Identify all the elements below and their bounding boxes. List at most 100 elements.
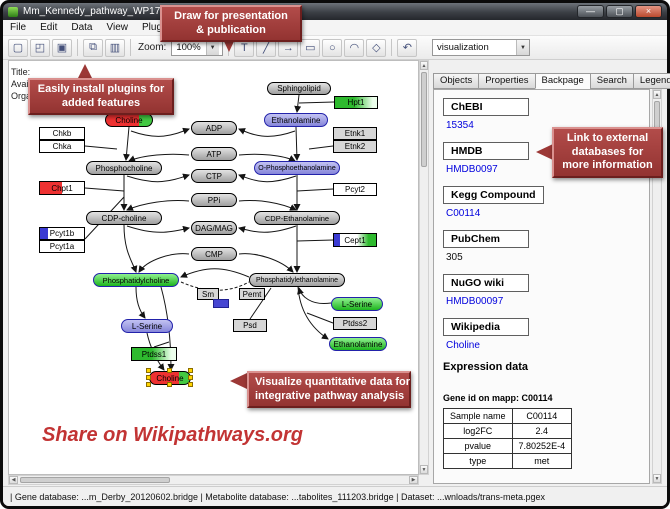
pathway-node[interactable]: Etnk1 bbox=[333, 127, 377, 140]
pathway-node[interactable]: CMP bbox=[191, 247, 237, 261]
pathway-node[interactable]: PPi bbox=[191, 193, 237, 207]
title-bar[interactable]: Mm_Kennedy_pathway_WP1771_45176.gpml — ▢… bbox=[3, 3, 667, 20]
pathway-edge bbox=[130, 127, 190, 137]
share-wikipathways-text: Share on Wikipathways.org bbox=[42, 424, 303, 446]
pathway-node[interactable]: Chka bbox=[39, 140, 85, 153]
pathway-edge bbox=[84, 145, 118, 150]
selection-handle[interactable] bbox=[146, 375, 151, 380]
backpage-value-wikipedia[interactable]: Choline bbox=[446, 340, 480, 351]
toolbar-separator bbox=[130, 39, 131, 56]
pathway-node[interactable]: Sphingolipid bbox=[267, 82, 331, 95]
pathway-node[interactable]: Psd bbox=[233, 319, 267, 332]
pathway-node[interactable]: Pcyt2 bbox=[333, 183, 377, 196]
line-tool-icon[interactable]: ╱ bbox=[256, 38, 277, 57]
menu-file[interactable]: File bbox=[10, 22, 27, 33]
pathway-edge bbox=[238, 253, 294, 273]
backpage-value-chebi[interactable]: 15354 bbox=[446, 120, 474, 131]
pathway-node[interactable]: Chkb bbox=[39, 127, 85, 140]
pathway-node[interactable]: Etnk2 bbox=[333, 140, 377, 153]
scroll-up-icon[interactable]: ▲ bbox=[653, 90, 661, 99]
backpage-value-hmdb[interactable]: HMDB0097 bbox=[446, 164, 498, 175]
maximize-button[interactable]: ▢ bbox=[606, 5, 633, 18]
open-icon[interactable]: ◰ bbox=[30, 38, 50, 57]
pathway-node[interactable]: Pcyt1b bbox=[39, 227, 85, 240]
scroll-down-icon[interactable]: ▼ bbox=[420, 465, 428, 474]
pathway-node[interactable]: Pemt bbox=[239, 288, 265, 300]
new-icon[interactable]: ▢ bbox=[8, 38, 28, 57]
pathway-node[interactable]: Phosphatidylcholine bbox=[93, 273, 179, 287]
tab-objects[interactable]: Objects bbox=[433, 73, 480, 89]
menu-edit[interactable]: Edit bbox=[40, 22, 58, 33]
pathway-node[interactable]: Phosphocholine bbox=[86, 161, 162, 175]
pathway-node[interactable]: Ptdss1 bbox=[131, 347, 177, 361]
pathway-edge bbox=[128, 153, 190, 162]
hscroll-thumb[interactable] bbox=[20, 477, 170, 483]
pathway-node[interactable]: CDP-Ethanolamine bbox=[254, 211, 340, 225]
callout-text-line: databases for bbox=[571, 145, 644, 158]
menu-data[interactable]: Data bbox=[71, 22, 93, 33]
selection-handle[interactable] bbox=[146, 368, 151, 373]
pathway-node[interactable]: Sm bbox=[197, 288, 219, 300]
pathway-node[interactable]: Pcyt1a bbox=[39, 240, 85, 253]
tab-properties[interactable]: Properties bbox=[478, 73, 536, 89]
canvas-vscrollbar[interactable]: ▲ ▼ bbox=[419, 60, 429, 475]
arc-tool-icon[interactable]: ◠ bbox=[344, 38, 365, 57]
pathway-node[interactable] bbox=[213, 299, 229, 308]
pathway-node[interactable]: O-Phosphoethanolamine bbox=[254, 161, 340, 175]
canvas-hscrollbar[interactable]: ◀ ▶ bbox=[8, 475, 419, 485]
selection-handle[interactable] bbox=[146, 382, 151, 387]
pathway-node[interactable]: Cept1 bbox=[333, 233, 377, 247]
vscroll-thumb[interactable] bbox=[421, 72, 427, 167]
save-icon[interactable]: ▣ bbox=[52, 38, 72, 57]
pathway-node[interactable]: Ethanolamine bbox=[329, 337, 387, 351]
pathway-node[interactable]: Ethanolamine bbox=[264, 113, 328, 127]
pathway-node[interactable]: DAG/MAG bbox=[191, 221, 237, 235]
pathway-node[interactable]: Hpt1 bbox=[334, 96, 378, 109]
selection-handle[interactable] bbox=[188, 382, 193, 387]
scroll-left-icon[interactable]: ◀ bbox=[9, 476, 18, 484]
pathway-node[interactable]: Phosphatidylethanolamine bbox=[249, 273, 345, 287]
arrow-tool-icon[interactable]: → bbox=[278, 38, 299, 57]
template-tool-icon[interactable]: ◇ bbox=[366, 38, 387, 57]
menu-plugins[interactable]: Plugins bbox=[141, 22, 175, 33]
pathway-edge bbox=[238, 153, 296, 162]
selection-handle[interactable] bbox=[188, 368, 193, 373]
pathway-node[interactable]: CTP bbox=[191, 169, 237, 183]
scroll-right-icon[interactable]: ▶ bbox=[409, 476, 418, 484]
selection-handle[interactable] bbox=[167, 382, 172, 387]
pathway-node[interactable]: ATP bbox=[191, 147, 237, 161]
pathway-edge bbox=[126, 200, 190, 211]
pathway-node[interactable]: CDP-choline bbox=[86, 211, 162, 225]
minimize-button[interactable]: — bbox=[577, 5, 604, 18]
oval-tool-icon[interactable]: ○ bbox=[322, 38, 343, 57]
zoom-select[interactable]: 100% ▼ bbox=[171, 39, 224, 56]
pathway-node[interactable]: Choline bbox=[105, 113, 153, 127]
callout-text-line: more information bbox=[562, 159, 653, 171]
pathway-node[interactable]: ADP bbox=[191, 121, 237, 135]
close-button[interactable]: × bbox=[635, 5, 662, 18]
tab-legend[interactable]: Legend bbox=[632, 73, 670, 89]
tab-search[interactable]: Search bbox=[589, 73, 634, 89]
pathway-node[interactable]: Ptdss2 bbox=[333, 317, 377, 330]
rect-tool-icon[interactable]: ▭ bbox=[300, 38, 321, 57]
pathway-node[interactable]: L-Serine bbox=[121, 319, 173, 333]
selection-handle[interactable] bbox=[188, 375, 193, 380]
copy-icon[interactable]: ⧉ bbox=[83, 38, 103, 57]
undo-icon[interactable]: ↶ bbox=[397, 38, 418, 57]
scroll-up-icon[interactable]: ▲ bbox=[420, 61, 428, 70]
paste-icon[interactable]: ▥ bbox=[105, 38, 125, 57]
pathway-edge bbox=[238, 225, 297, 233]
backpage-value-nugo-wiki[interactable]: HMDB00097 bbox=[446, 296, 504, 307]
pathway-node[interactable]: Chpt1 bbox=[39, 181, 85, 195]
backpage-value-kegg-compound[interactable]: C00114 bbox=[446, 208, 481, 219]
menu-view[interactable]: View bbox=[106, 22, 128, 33]
toolbar: ▢◰▣ ⧉▥ Zoom: 100% ▼ T╱→▭○◠◇ ↶ bbox=[3, 36, 667, 60]
tab-backpage[interactable]: Backpage bbox=[534, 73, 591, 89]
visualization-select[interactable]: visualization ▼ bbox=[432, 39, 530, 56]
selection-handle[interactable] bbox=[167, 368, 172, 373]
scroll-down-icon[interactable]: ▼ bbox=[653, 474, 661, 483]
pathway-node[interactable]: L-Serine bbox=[331, 297, 383, 311]
